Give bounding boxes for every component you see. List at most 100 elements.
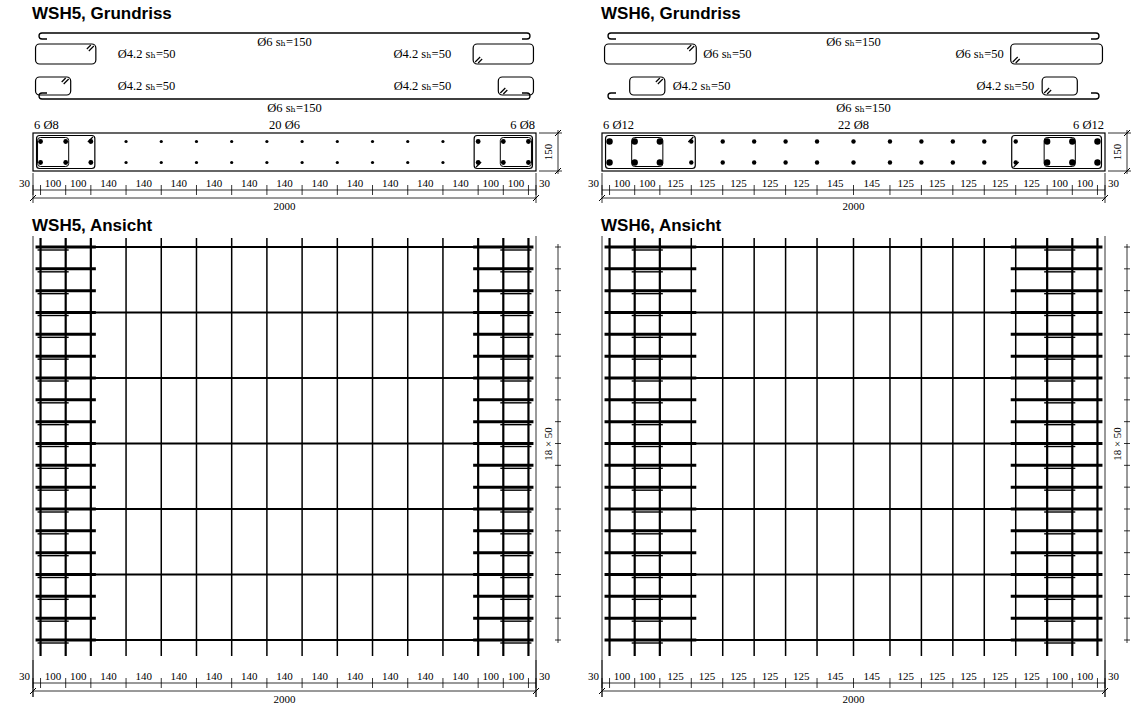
horizontal-bar — [37, 639, 532, 641]
stirrup — [605, 355, 697, 358]
stirrup — [1044, 533, 1075, 534]
dimension-tick — [1102, 195, 1108, 201]
rebar-dot — [230, 140, 233, 143]
dimension-label: 125 — [960, 671, 977, 682]
dimension-tick — [1124, 509, 1130, 510]
dimension-tick — [555, 312, 561, 313]
vertical-bar — [853, 238, 855, 656]
dimension-tick — [1124, 618, 1130, 619]
dimension-tick — [1124, 312, 1130, 313]
wall-edge — [536, 236, 537, 697]
stirrup — [500, 577, 531, 578]
dimension-tick — [1124, 530, 1130, 531]
stirrup — [38, 271, 69, 272]
stirrup — [38, 138, 69, 167]
dimension-tick — [952, 185, 953, 195]
rebar-label: 22 Ø8 — [838, 119, 869, 132]
dimension-line — [33, 683, 536, 684]
stirrup — [500, 138, 531, 167]
dimension-tick — [555, 130, 561, 136]
rebar-label: Ø4.2 sₕ=50 — [118, 48, 176, 61]
stirrup — [473, 508, 533, 511]
stirrup — [473, 573, 533, 576]
dimension-label: 30 — [539, 178, 550, 189]
rebar-dot — [63, 160, 68, 165]
vertical-bar — [1015, 238, 1017, 656]
stirrup — [1011, 464, 1103, 467]
stirrup — [38, 511, 69, 512]
dimension-tick — [90, 185, 91, 195]
rebar-dot — [752, 139, 756, 143]
stirrup — [1011, 267, 1103, 270]
stirrup — [632, 380, 663, 381]
stirrup — [38, 620, 69, 621]
stirrup — [632, 337, 663, 338]
drawing-title: WSH6, Ansicht — [601, 217, 721, 234]
dimension-tick — [1102, 688, 1108, 694]
stirrup — [605, 617, 697, 620]
vertical-bar — [301, 238, 303, 656]
vertical-bar — [608, 238, 610, 656]
rebar-dot — [526, 139, 531, 144]
dimension-tick — [407, 678, 408, 688]
rebar-dot — [88, 160, 93, 165]
dimension-label: 140 — [276, 178, 293, 189]
stirrup — [605, 486, 697, 489]
stirrup — [1044, 446, 1075, 447]
dimension-label: 2000 — [843, 694, 865, 705]
stirrup — [36, 639, 96, 642]
dimension-label: 125 — [1023, 178, 1040, 189]
dimension-line — [1127, 130, 1128, 174]
stirrup — [38, 358, 69, 359]
dimension-tick — [33, 185, 34, 195]
wall-section — [33, 133, 536, 171]
stirrup — [500, 380, 531, 381]
dimension-tick — [555, 487, 561, 488]
stirrup — [605, 529, 697, 532]
dimension-label: 140 — [100, 178, 117, 189]
dimension-label: 30 — [1108, 671, 1119, 682]
plan-view — [599, 33, 1131, 203]
dimension-tick — [722, 678, 723, 688]
dimension-tick — [1015, 678, 1016, 688]
stirrup — [38, 577, 69, 578]
stirrup — [1044, 249, 1075, 250]
dimension-tick — [1124, 574, 1130, 575]
stirrup — [36, 355, 96, 358]
stirrup — [632, 599, 663, 600]
dimension-label: 100 — [614, 671, 631, 682]
dimension-label: 150 — [543, 144, 554, 161]
vertical-bar — [889, 238, 891, 656]
dimension-tick — [984, 678, 985, 688]
rebar-dot — [406, 161, 409, 164]
stirrup — [605, 442, 697, 445]
stirrup — [1044, 315, 1075, 316]
stirrup — [632, 555, 663, 556]
dimension-tick — [1124, 552, 1130, 553]
dimension-label: 140 — [171, 671, 188, 682]
dimension-tick — [1097, 678, 1098, 688]
stirrup — [632, 293, 663, 294]
stirrup — [473, 311, 533, 314]
stirrup — [1011, 529, 1103, 532]
dimension-tick — [40, 678, 41, 688]
dimension-line — [602, 198, 1105, 199]
dimension-tick — [266, 185, 267, 195]
dimension-label: 100 — [70, 178, 87, 189]
rebar-label: Ø4.2 sₕ=50 — [977, 80, 1035, 93]
stirrup — [36, 398, 96, 401]
dimension-tick — [1124, 290, 1130, 291]
stirrup — [1044, 511, 1075, 512]
stirrup — [473, 398, 533, 401]
rebar-label: Ø6 sₕ=150 — [267, 102, 321, 115]
dimension-tick — [722, 185, 723, 195]
dimension-label: 125 — [762, 178, 779, 189]
rebar-dot — [657, 159, 663, 165]
dimension-tick — [555, 399, 561, 400]
rebar-dot — [1069, 159, 1075, 165]
stirrup — [36, 311, 96, 314]
dimension-tick — [536, 678, 537, 688]
dimension-tick — [372, 678, 373, 688]
stirrup — [632, 249, 663, 250]
